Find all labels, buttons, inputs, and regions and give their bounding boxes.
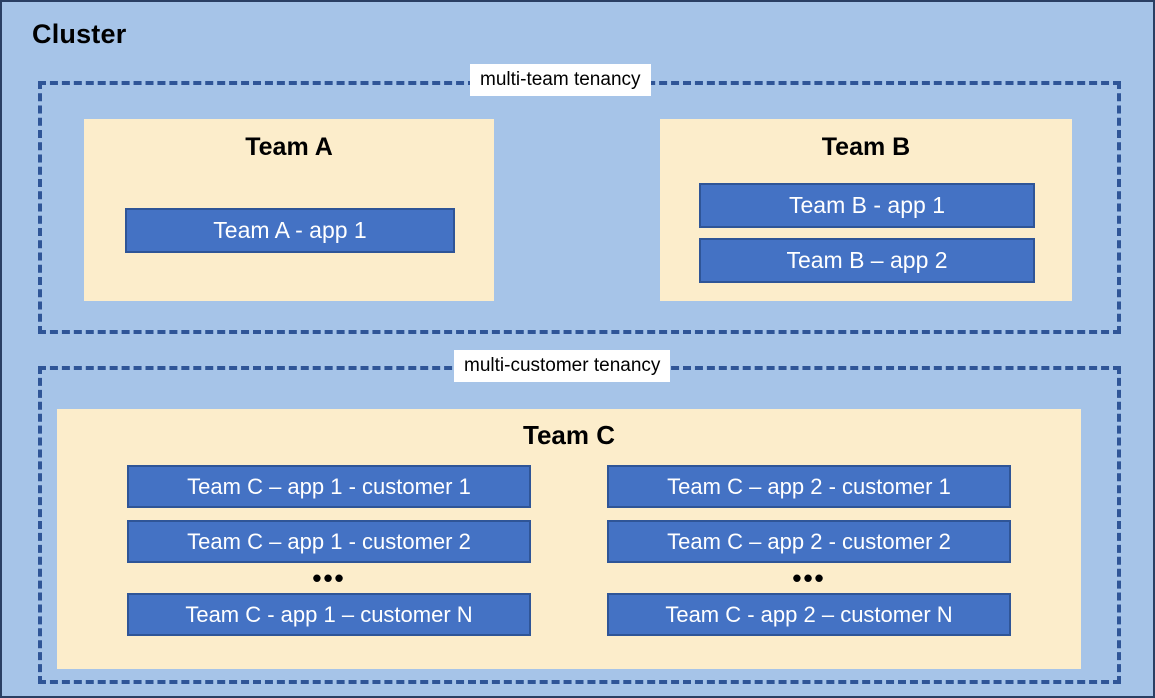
app-box[interactable]: Team B – app 2	[699, 238, 1035, 283]
team-c-panel: Team C Team C – app 1 - customer 1 Team …	[57, 409, 1081, 669]
team-a-app-list: Team A - app 1	[125, 208, 455, 253]
team-b-app-list: Team B - app 1 Team B – app 2	[699, 183, 1035, 283]
team-c-app1-column: Team C – app 1 - customer 1 Team C – app…	[127, 465, 531, 636]
multi-team-tenancy-label: multi-team tenancy	[470, 64, 651, 96]
team-b-heading: Team B	[821, 133, 911, 161]
multi-customer-tenancy-label: multi-customer tenancy	[454, 350, 671, 382]
app-box[interactable]: Team C – app 2 - customer 2	[607, 520, 1011, 563]
app-box[interactable]: Team C – app 1 - customer 1	[127, 465, 531, 508]
team-c-app2-column: Team C – app 2 - customer 1 Team C – app…	[607, 465, 1011, 636]
app-box[interactable]: Team C – app 1 - customer 2	[127, 520, 531, 563]
app-box[interactable]: Team C – app 2 - customer 1	[607, 465, 1011, 508]
ellipsis-indicator: •••	[792, 563, 826, 593]
app-box[interactable]: Team C - app 1 – customer N	[127, 593, 531, 636]
team-b-panel: Team B Team B - app 1 Team B – app 2	[660, 119, 1072, 301]
app-box[interactable]: Team C - app 2 – customer N	[607, 593, 1011, 636]
team-c-columns: Team C – app 1 - customer 1 Team C – app…	[57, 465, 1081, 636]
app-box[interactable]: Team A - app 1	[125, 208, 455, 253]
ellipsis-indicator: •••	[312, 563, 346, 593]
team-a-panel: Team A Team A - app 1	[84, 119, 494, 301]
team-c-heading: Team C	[523, 420, 615, 450]
cluster-title: Cluster	[32, 19, 127, 49]
team-a-heading: Team A	[245, 133, 333, 161]
app-box[interactable]: Team B - app 1	[699, 183, 1035, 228]
